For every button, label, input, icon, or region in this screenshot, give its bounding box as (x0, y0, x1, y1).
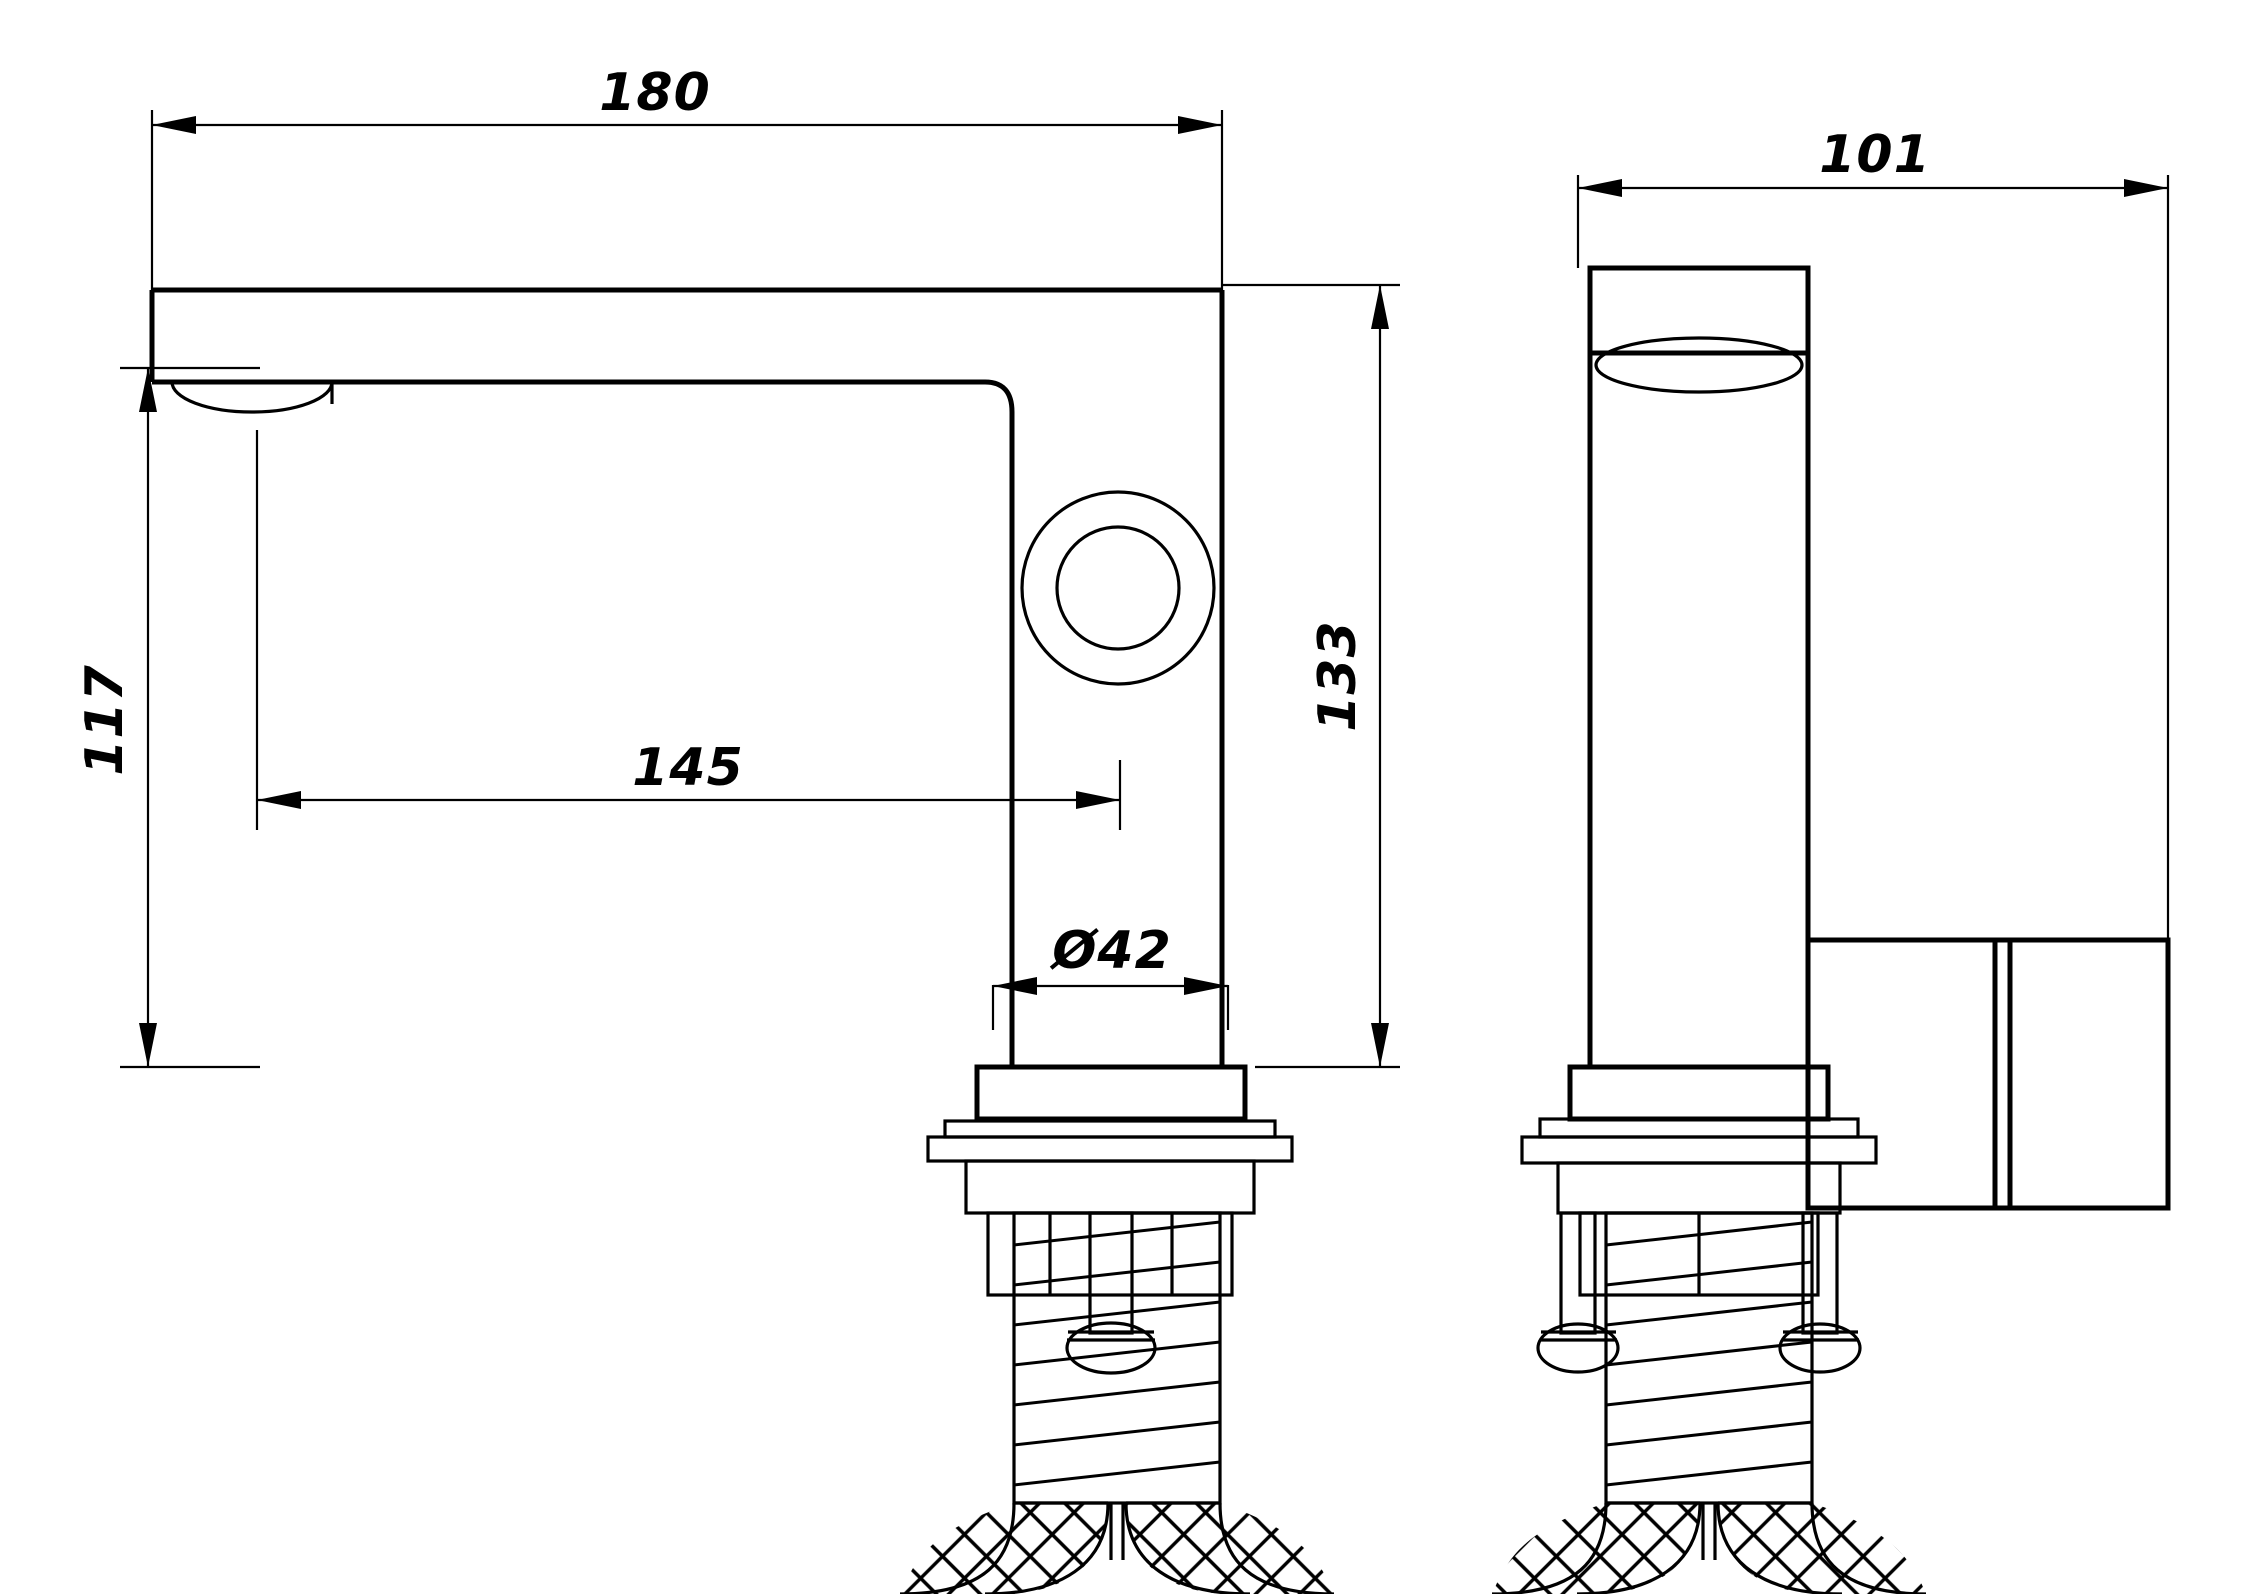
dimension-label-145: 145 (632, 738, 744, 798)
side-view-braided-hoses (1491, 1501, 1927, 1594)
dimension-label-diameter-42: Ø42 (1049, 921, 1172, 981)
dimension-label-101: 101 (1819, 125, 1931, 185)
dimension-label-180: 180 (599, 63, 711, 123)
side-view-column (1587, 265, 1811, 1067)
dimension-label-117: 117 (75, 664, 135, 776)
sensor-eye-rings (1020, 490, 1216, 686)
dimension-101: 101 (1576, 125, 2170, 940)
spout-aerator (170, 380, 334, 414)
side-view: 101 (1491, 125, 2171, 1594)
dimension-117: 117 (75, 366, 260, 1069)
side-view-base-assembly (1520, 1064, 1878, 1374)
mounting-base-assembly (926, 1064, 1294, 1375)
side-view-threaded-shank (1604, 1211, 1814, 1505)
front-view: 180 133 117 145 (75, 63, 1400, 1594)
dimension-145: 145 (255, 430, 1122, 830)
dimension-diameter-42: Ø42 (991, 921, 1230, 1030)
lever-handle (1805, 937, 2171, 1211)
braided-supply-hoses (899, 1501, 1335, 1594)
dimension-label-133: 133 (1308, 620, 1368, 732)
dimension-133: 133 (1222, 283, 1400, 1069)
threaded-shank (1012, 1211, 1222, 1505)
dimension-180: 180 (150, 63, 1224, 290)
